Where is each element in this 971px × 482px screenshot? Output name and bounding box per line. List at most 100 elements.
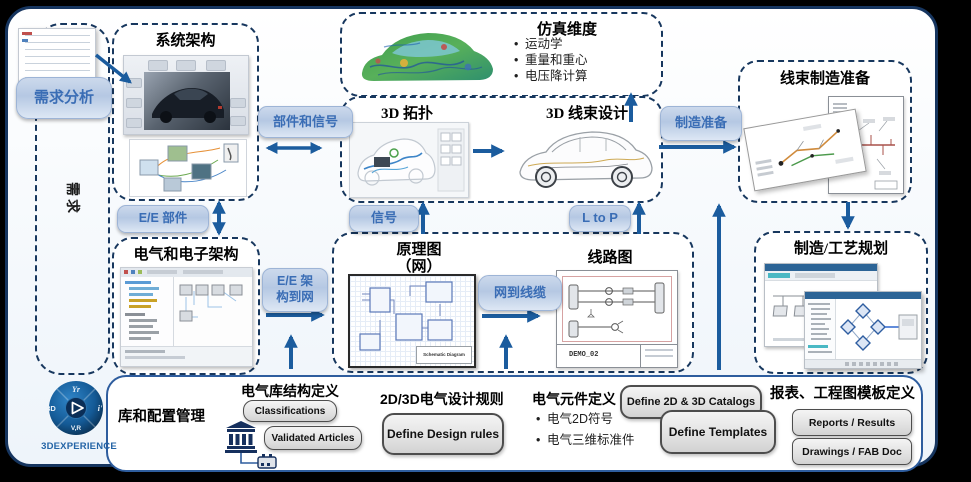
simulation-bullet-list: 运动学 重量和重心 电压降计算 [514,36,588,84]
define-catalogs-button-label: Define 2D & 3D Catalogs [626,396,756,408]
box-harness-manufacturing: 线束制造准备 [738,60,912,203]
formboard-sketch [755,123,854,177]
simulation-car-thumbnail [361,33,493,81]
reports-results-button-label: Reports / Results [808,416,896,429]
brand-logo: Yr 3D iʹ V,R 3DEXPERIENCE [33,379,125,465]
simulation-bullet: 重量和重心 [514,52,588,68]
drawings-fab-doc-button-label: Drawings / FAB Doc [802,445,902,458]
library-band: 库和配置管理 电气库结构定义 Classifications Validated… [106,375,923,472]
ee-app-diagram-panel [174,277,252,346]
doc-highlight2 [22,39,28,42]
box-simulation: 仿真维度 运动学 重量和重心 电压降计算 [340,12,663,97]
drawings-fab-doc-button: Drawings / FAB Doc [792,438,912,465]
requirements-lane: 需求 [35,23,110,375]
section-title-component-definition: 电气元件定义 [532,391,616,407]
ee-architecture-title: 电气和电子架构 [133,247,239,263]
compass-logo-icon: Yr 3D iʹ V,R [46,381,103,435]
schematic-sketch [359,281,453,351]
topology-thumbnail [349,122,469,198]
classifications-button-label: Classifications [254,405,326,417]
schematic-thumbnail: Schematic Diagram [348,274,476,368]
define-templates-button: Define Templates [660,410,776,454]
wiring-title: 线路图 [587,250,633,266]
pill-signal: 信号 [349,205,419,232]
pill-l-to-p-label: L to P [582,210,618,226]
pill-signal-label: 信号 [370,210,397,226]
app-side-chip [126,78,142,88]
pill-manufacturing-prep: 制造准备 [660,106,742,141]
svg-text:V,R: V,R [71,425,82,432]
planning-flow-sketch [840,303,918,351]
svg-text:3D: 3D [46,404,56,413]
harness3d-thumbnail [510,120,658,198]
define-design-rules-button-label: Define Design rules [386,427,500,441]
wiring-sheet-label: DEMO_02 [569,351,599,359]
app-side-chip [126,98,142,108]
wiring-title-strip: DEMO_02 [557,344,677,367]
define-design-rules-button: Define Design rules [382,413,504,455]
schematic-title-block-label: Schematic Diagram [423,352,465,358]
architecture-diagram-sketch [139,143,239,192]
planning-thumbnail-2 [804,291,922,369]
harness-formboard-sheet [743,108,867,192]
box-3d-design: 3D 拓扑 3D 线束设计 [340,96,663,203]
component-bullet: 电气三维标准件 [536,430,635,451]
ee-app-property-panel [121,346,252,366]
box-system-architecture: 系统架构 [112,23,259,201]
pill-net-to-cable: 网到线缆 [478,275,562,311]
manufacturing-planning-title: 制造/工艺规划 [793,241,889,257]
car-render-area [144,72,230,130]
app-side-chip [230,98,246,108]
simulation-title: 仿真维度 [536,22,597,38]
pill-manufacturing-prep-label: 制造准备 [674,115,727,131]
svg-text:Yr: Yr [72,385,81,394]
define-templates-button-label: Define Templates [668,425,768,439]
library-band-title: 库和配置管理 [118,409,205,425]
requirements-lane-label: 需求 [63,182,79,216]
validated-articles-button-label: Validated Articles [271,432,355,444]
brand-logo-wordmark: 3DEXPERIENCE [41,441,117,452]
concept-car-silhouette [152,88,224,123]
wiring-frame [562,276,672,342]
pill-ee-arch-to-net-line1: E/E 架 [276,274,314,289]
harness-car-sketch [519,131,653,188]
pill-ee-arch-to-net-line2: 构到网 [276,290,314,304]
svg-text:iʹ: iʹ [98,403,103,413]
schematic-title-line1: 原理图 [396,242,442,258]
app-toolbar-chip [206,60,226,71]
connector-icon [257,454,277,469]
reports-results-button: Reports / Results [792,409,912,436]
component-definition-bullets: 电气2D符号 电气三维标准件 [536,409,635,451]
app-side-chip [126,118,142,128]
app-toolbar-chip [176,60,196,71]
ee-architecture-thumbnail [120,267,253,367]
wiring-thumbnail: DEMO_02 [556,270,678,368]
app-toolbar-chip [148,60,168,71]
system-architecture-title: 系统架构 [155,33,216,49]
pill-requirement-analysis: 需求分析 [16,77,112,119]
harness-manufacturing-title: 线束制造准备 [779,71,870,87]
slide-canvas: 需求 需求分析 系统架构 [5,6,938,472]
classifications-button: Classifications [243,400,337,422]
pill-parts-and-signals-label: 部件和信号 [272,113,338,129]
section-title-report-templates: 报表、工程图模板定义 [770,386,915,402]
schematic-title-block: Schematic Diagram [416,346,472,364]
topology-title: 3D 拓扑 [380,106,434,122]
pill-parts-and-signals: 部件和信号 [258,106,353,138]
pill-requirement-analysis-label: 需求分析 [33,88,94,106]
doc-highlight [22,32,32,35]
simulation-bullet: 运动学 [514,36,588,52]
wiring-sketch [568,282,665,338]
system-architecture-diagram-thumbnail [129,139,247,197]
box-manufacturing-planning: 制造/工艺规划 [754,231,928,374]
planning-tree-panel [805,299,836,360]
schematic-title-line2: （网） [396,259,442,275]
topology-sketch [357,128,465,192]
pill-l-to-p: L to P [569,205,631,232]
pill-net-to-cable-label: 网到线缆 [493,284,546,300]
app-side-chip [230,116,246,126]
component-bullet: 电气2D符号 [536,409,635,430]
pill-ee-parts-label: E/E 部件 [138,211,188,226]
ee-app-tree-panel [121,277,174,346]
